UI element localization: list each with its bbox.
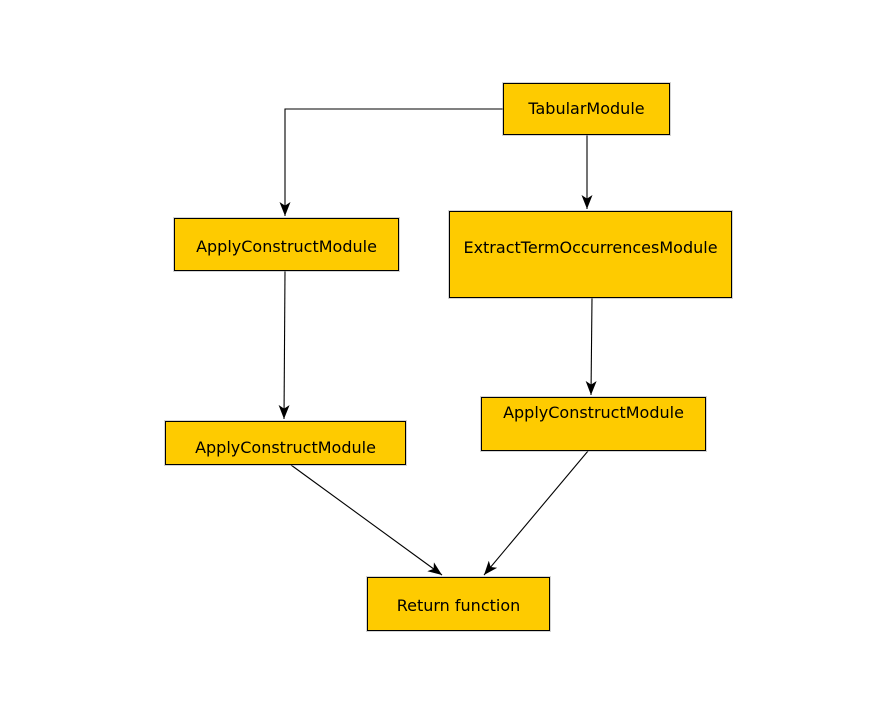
node-apply-construct-module-1[interactable]: ApplyConstructModule	[174, 218, 399, 271]
node-apply-construct-module-2[interactable]: ApplyConstructModule	[481, 397, 706, 451]
node-label: ExtractTermOccurrencesModule	[463, 237, 718, 257]
edge-tabular-module-to-apply-construct-module-1	[279, 108, 503, 216]
edge-apply-construct-module-2-to-return-function	[483, 450, 589, 576]
node-label: ApplyConstructModule	[195, 438, 376, 457]
edge-apply-construct-module-3-to-return-function	[290, 464, 443, 576]
edge-extract-term-occurrences-module-to-apply-construct-module-2	[585, 297, 597, 396]
node-label: ApplyConstructModule	[503, 403, 684, 422]
node-label: Return function	[396, 596, 521, 615]
edge-apply-construct-module-1-to-apply-construct-module-3	[278, 270, 290, 420]
node-tabular-module[interactable]: TabularModule	[503, 83, 670, 135]
node-label: ApplyConstructModule	[196, 236, 377, 256]
node-extract-term-occurrences-module[interactable]: ExtractTermOccurrencesModule	[449, 211, 732, 298]
node-label: TabularModule	[528, 99, 645, 118]
node-apply-construct-module-3[interactable]: ApplyConstructModule	[165, 421, 406, 465]
node-return-function[interactable]: Return function	[367, 577, 550, 631]
